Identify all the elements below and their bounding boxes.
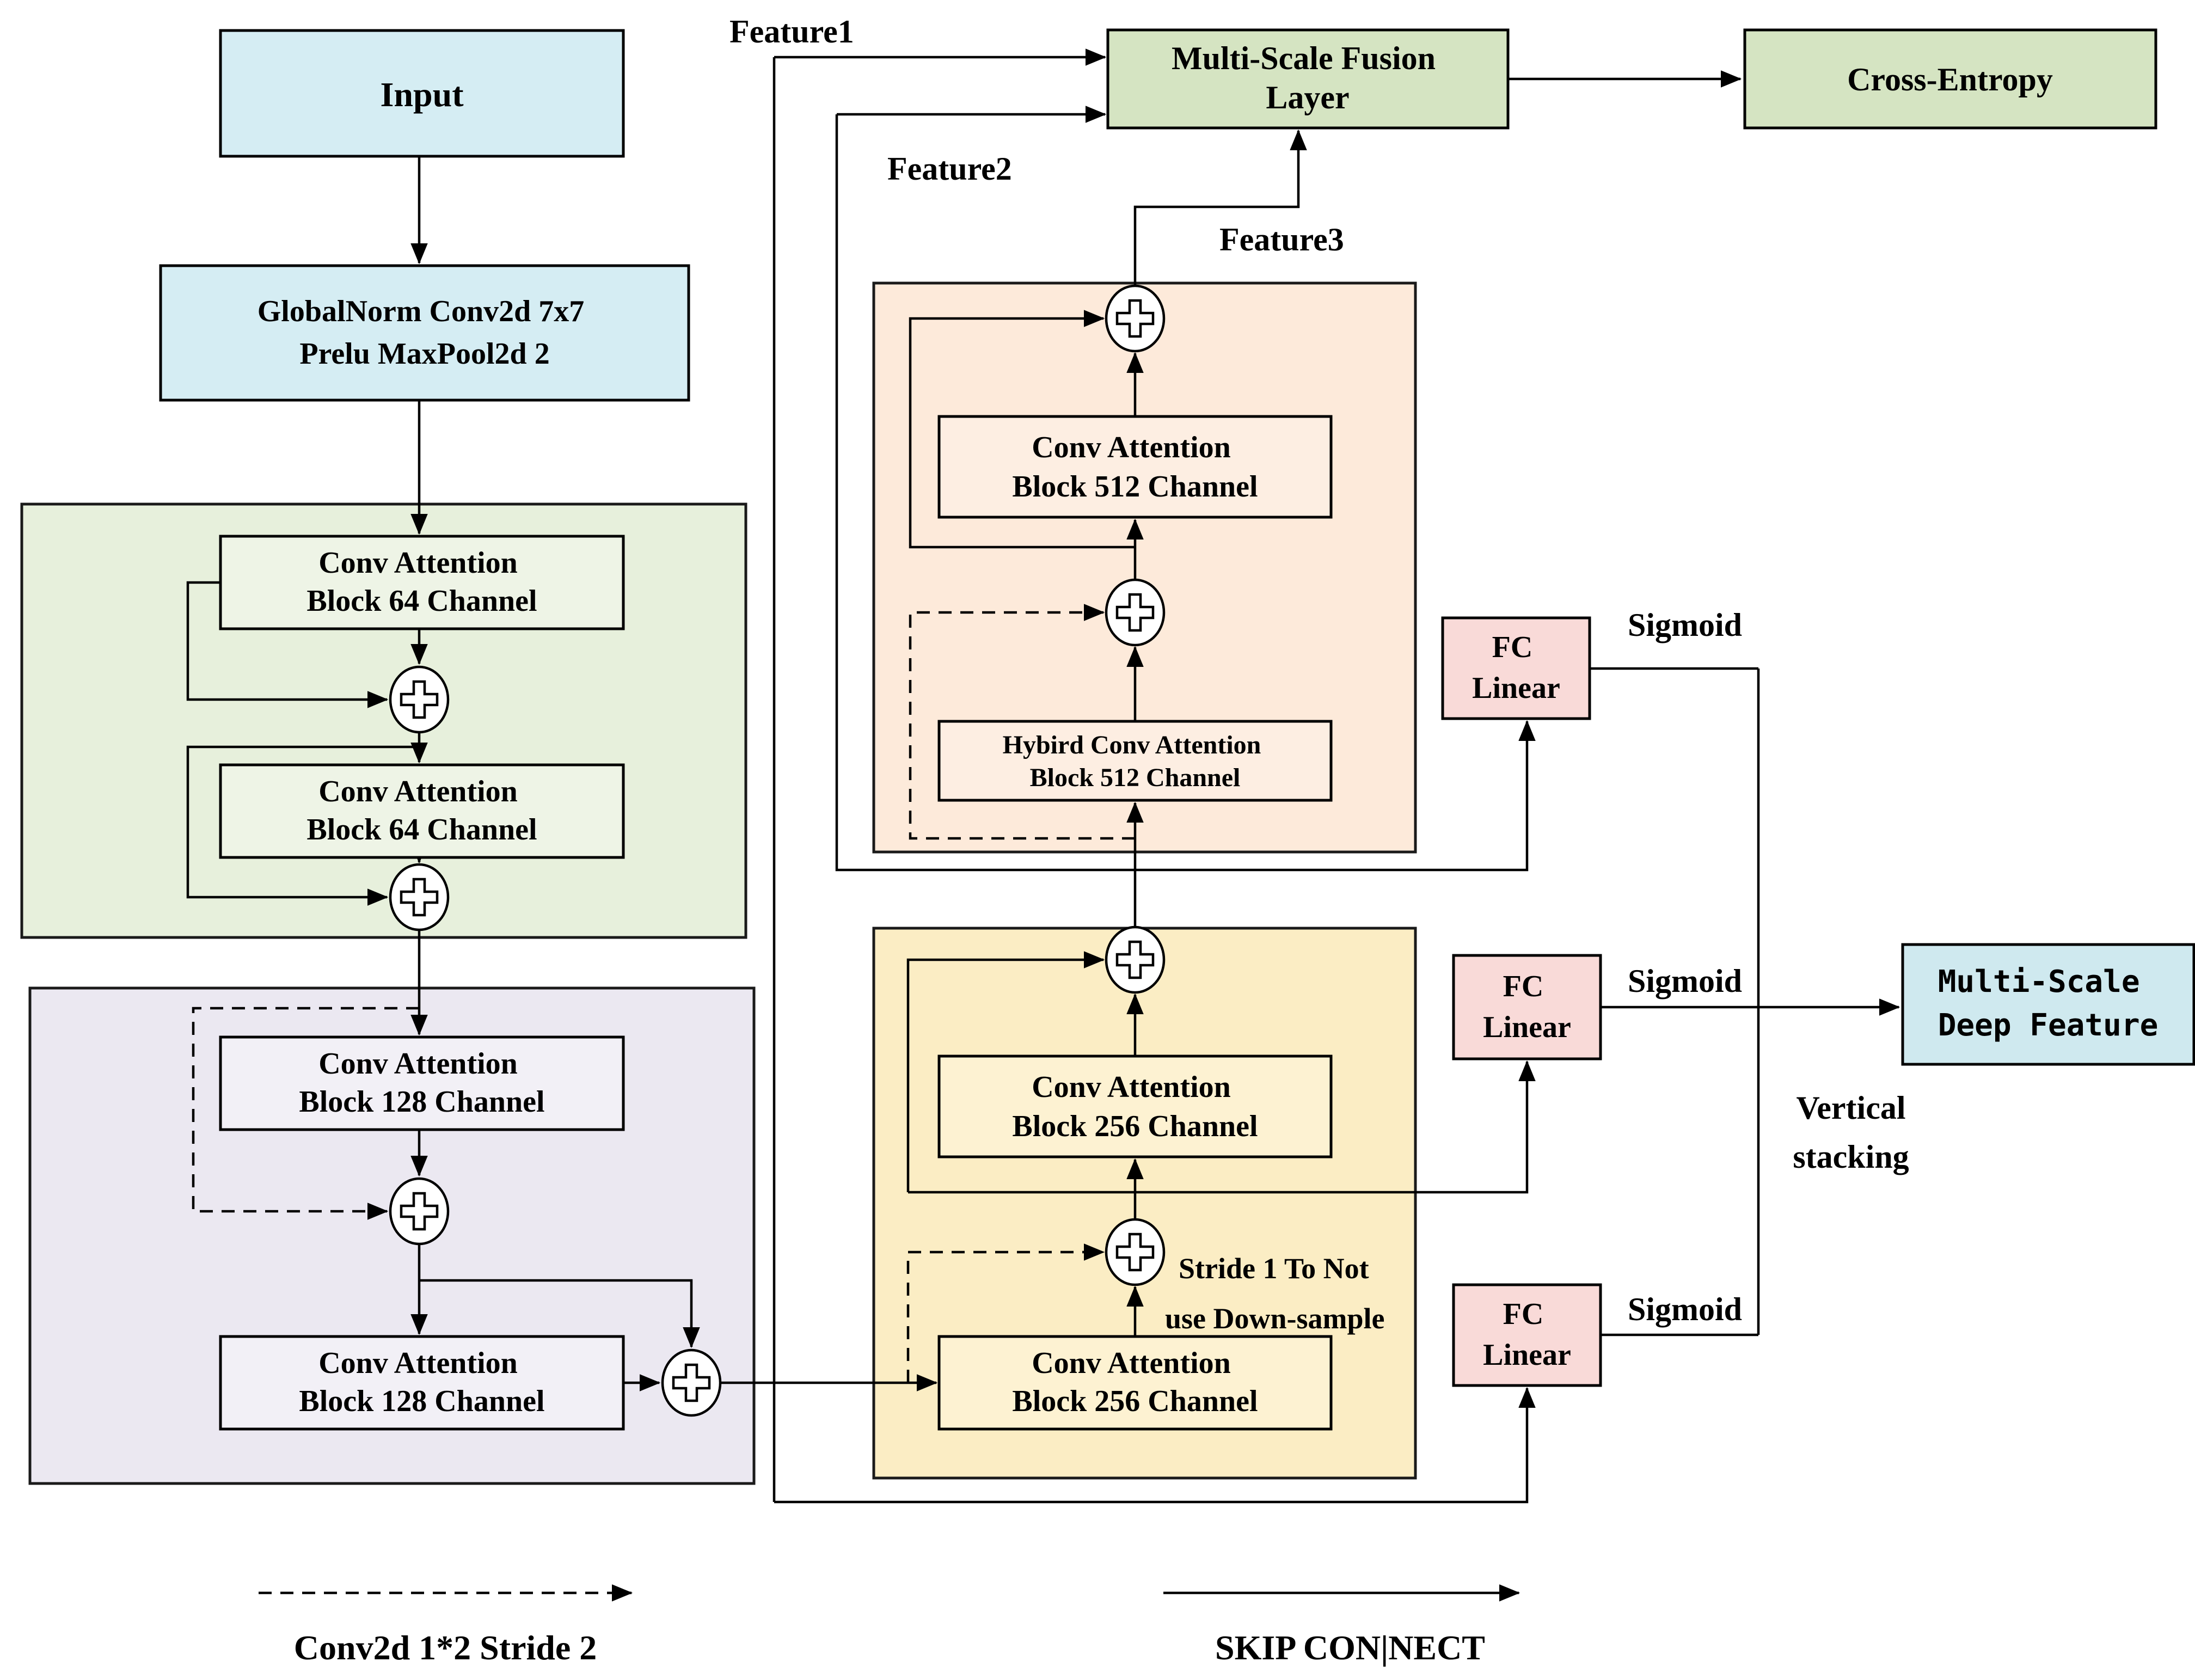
- conv-attention-256-box-1: [937, 1054, 1333, 1158]
- vertical-stacking-line1: Vertical: [1796, 1090, 1905, 1126]
- input-label: Input: [381, 75, 464, 114]
- floating-labels: Feature1 Feature2 Feature3 Sigmoid Sigmo…: [729, 14, 1909, 1335]
- add-icon: [1105, 1218, 1166, 1286]
- multi-scale-deep-feature-box: [1901, 943, 2195, 1066]
- legend: Conv2d 1*2 Stride 2 SKIP CON|NECT: [294, 1628, 1485, 1667]
- add-icon: [389, 863, 450, 931]
- conv-attention-128-label-1: Conv Attention Block 128 Channel: [299, 1047, 544, 1119]
- globalnorm-box: [159, 264, 690, 402]
- legend-solid-label: SKIP CON|NECT: [1215, 1628, 1485, 1667]
- conv-attention-64-box-1: [219, 535, 625, 630]
- conv-attention-64-label-1: Conv Attention Block 64 Channel: [306, 546, 537, 618]
- fc-linear-label-1: FC Linear: [1472, 630, 1560, 705]
- conv-attention-256-box-2: [937, 1335, 1333, 1431]
- downsample-skip-cab128a: [192, 1007, 419, 1220]
- sigmoid-label-2: Sigmoid: [1628, 963, 1742, 999]
- add-icon: [389, 1177, 450, 1246]
- stride-note-line2: use Down-sample: [1165, 1302, 1385, 1335]
- stride-note-line1: Stride 1 To Not: [1179, 1252, 1369, 1285]
- skip-to-add4-top: [419, 1279, 700, 1348]
- conv-attention-512-box: [937, 415, 1333, 519]
- skip-around-cab256a: [906, 951, 1105, 1192]
- fc-linear-box-2: [1452, 954, 1602, 1060]
- box-labels: Input GlobalNorm Conv2d 7x7 Prelu MaxPoo…: [257, 40, 2159, 1418]
- feature3-line-to-fusion: [1133, 129, 1307, 285]
- skip-and-fc2-line: [908, 1060, 1536, 1194]
- add-icon: [661, 1348, 722, 1417]
- downsample-skip-cab512: [909, 604, 1135, 840]
- add-icon: [1105, 284, 1166, 353]
- conv-attention-256-label-2: Conv Attention Block 256 Channel: [1012, 1346, 1258, 1418]
- conv-attention-64-label-2: Conv Attention Block 64 Channel: [306, 775, 537, 847]
- fc-linear-box-1: [1441, 616, 1591, 720]
- downsample-skip-cab256: [906, 1243, 1105, 1383]
- feature1-label: Feature1: [729, 14, 854, 50]
- sigmoid-label-1: Sigmoid: [1628, 607, 1742, 643]
- multi-scale-fusion-box: [1106, 28, 1510, 130]
- conv-attention-256-label-1: Conv Attention Block 256 Channel: [1012, 1070, 1258, 1143]
- feature3-label: Feature3: [1219, 222, 1344, 257]
- connectors: [186, 48, 1900, 1602]
- feature2-rail-and-fc1-line: [835, 114, 1536, 872]
- add-icon: [389, 665, 450, 734]
- input-box: [219, 29, 625, 158]
- add-icon: [1105, 925, 1166, 994]
- node-boxes: [159, 28, 2195, 1431]
- add-icon: [1105, 578, 1166, 647]
- skip-around-cab512: [909, 310, 1135, 549]
- conv-attention-128-box-1: [219, 1035, 625, 1131]
- feature2-label: Feature2: [887, 151, 1012, 187]
- fc-linear-label-2: FC Linear: [1483, 970, 1571, 1044]
- skip-around-cab64b: [186, 745, 419, 906]
- cross-entropy-box: [1743, 28, 2157, 130]
- fc-linear-box-3: [1452, 1283, 1602, 1387]
- cross-entropy-label: Cross-Entropy: [1847, 62, 2053, 97]
- conv-attention-64-box-2: [219, 763, 625, 859]
- sigmoid-label-3: Sigmoid: [1628, 1291, 1742, 1327]
- legend-dashed-label: Conv2d 1*2 Stride 2: [294, 1628, 597, 1667]
- conv-attention-128-label-2: Conv Attention Block 128 Channel: [299, 1346, 544, 1418]
- line-to-fc3: [774, 1387, 1536, 1504]
- conv-attention-512-label: Conv Attention Block 512 Channel: [1012, 431, 1258, 504]
- fc-linear-label-3: FC Linear: [1483, 1297, 1571, 1372]
- add-nodes: [389, 284, 1166, 1417]
- vertical-stacking-line2: stacking: [1793, 1139, 1909, 1175]
- multi-scale-deep-feature-label: Multi-Scale Deep Feature: [1938, 964, 2159, 1043]
- globalnorm-label: GlobalNorm Conv2d 7x7 Prelu MaxPool2d 2: [257, 295, 592, 371]
- hybird-conv-attention-512-label: Hybird Conv Attention Block 512 Channel: [1003, 731, 1268, 792]
- multi-scale-fusion-label: Multi-Scale Fusion Layer: [1172, 40, 1444, 115]
- hybird-conv-attention-512-box: [937, 720, 1333, 802]
- skip-around-cab64a: [186, 581, 389, 708]
- conv-attention-128-box-2: [219, 1335, 625, 1431]
